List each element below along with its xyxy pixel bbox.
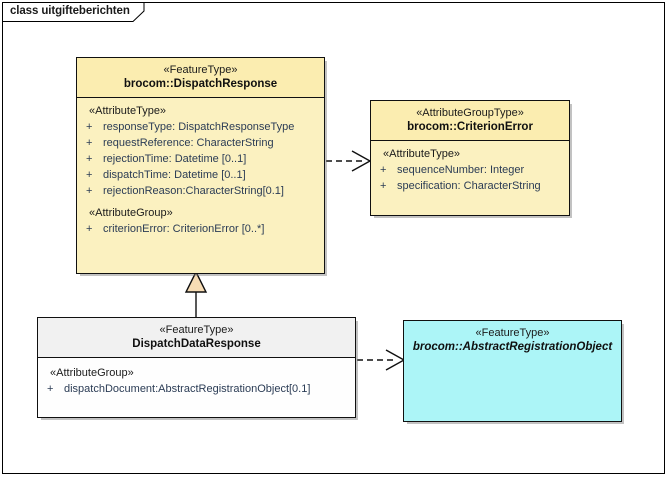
attribute-text: dispatchTime: Datetime [0..1] (103, 169, 246, 181)
attribute-row[interactable]: + sequenceNumber: Integer (375, 162, 565, 178)
visibility-marker: + (86, 121, 93, 133)
attribute-row[interactable]: + rejectionTime: Datetime [0..1] (81, 151, 320, 167)
attribute-group-label: «AttributeType» (89, 105, 167, 117)
visibility-marker: + (86, 169, 93, 181)
attribute-text: specification: CharacterString (397, 180, 541, 192)
class-box-dispatch-response[interactable]: «FeatureType» brocom::DispatchResponse «… (76, 57, 325, 274)
class-body-dispatch-data-response: «AttributeGroup» + dispatchDocument:Abst… (38, 358, 355, 402)
class-stereotype: «FeatureType» (475, 327, 550, 339)
class-stereotype: «FeatureType» (159, 324, 234, 336)
visibility-marker: + (380, 180, 387, 192)
class-header-abstract-registration-object: «FeatureType» brocom::AbstractRegistrati… (404, 321, 621, 360)
visibility-marker: + (86, 223, 93, 235)
attribute-text: criterionError: CriterionError [0..*] (103, 223, 265, 235)
visibility-marker: + (86, 137, 93, 149)
class-body-dispatch-response: «AttributeType» + responseType: Dispatch… (77, 98, 324, 242)
attribute-row[interactable]: + dispatchDocument:AbstractRegistrationO… (42, 381, 351, 397)
diagram-frame-tab (2, 2, 145, 22)
attribute-row[interactable]: + requestReference: CharacterString (81, 135, 320, 151)
attribute-group-label: «AttributeType» (383, 148, 461, 160)
attribute-row[interactable]: + dispatchTime: Datetime [0..1] (81, 167, 320, 183)
class-stereotype: «AttributeGroupType» (416, 107, 524, 119)
attribute-text: rejectionReason:CharacterString[0.1] (103, 185, 284, 197)
attribute-row[interactable]: + specification: CharacterString (375, 178, 565, 194)
attribute-text: rejectionTime: Datetime [0..1] (103, 153, 247, 165)
class-name: DispatchDataResponse (132, 338, 261, 350)
class-header-dispatch-data-response: «FeatureType» DispatchDataResponse (38, 318, 355, 358)
class-header-criterion-error: «AttributeGroupType» brocom::CriterionEr… (371, 101, 569, 141)
class-header-dispatch-response: «FeatureType» brocom::DispatchResponse (77, 58, 324, 98)
attribute-row[interactable]: + rejectionReason:CharacterString[0.1] (81, 183, 320, 199)
attribute-row[interactable]: + criterionError: CriterionError [0..*] (81, 221, 320, 237)
attribute-group-label: «AttributeGroup» (50, 367, 134, 379)
visibility-marker: + (380, 164, 387, 176)
attribute-row[interactable]: + responseType: DispatchResponseType (81, 119, 320, 135)
attribute-text: sequenceNumber: Integer (397, 164, 525, 176)
class-name: brocom::CriterionError (407, 121, 533, 133)
visibility-marker: + (86, 185, 93, 197)
class-name: brocom::AbstractRegistrationObject (412, 341, 613, 353)
class-box-criterion-error[interactable]: «AttributeGroupType» brocom::CriterionEr… (370, 100, 570, 216)
class-box-abstract-registration-object[interactable]: «FeatureType» brocom::AbstractRegistrati… (403, 320, 622, 422)
attribute-text: requestReference: CharacterString (103, 137, 274, 149)
class-box-dispatch-data-response[interactable]: «FeatureType» DispatchDataResponse «Attr… (37, 317, 356, 418)
class-name: brocom::DispatchResponse (123, 78, 278, 90)
diagram-title: class uitgifteberichten (10, 5, 130, 17)
visibility-marker: + (47, 383, 54, 395)
class-body-criterion-error: «AttributeType» + sequenceNumber: Intege… (371, 141, 569, 199)
attribute-text: responseType: DispatchResponseType (103, 121, 295, 133)
visibility-marker: + (86, 153, 93, 165)
attribute-group-label: «AttributeGroup» (89, 207, 173, 219)
class-stereotype: «FeatureType» (163, 64, 238, 76)
attribute-text: dispatchDocument:AbstractRegistrationObj… (64, 383, 311, 395)
